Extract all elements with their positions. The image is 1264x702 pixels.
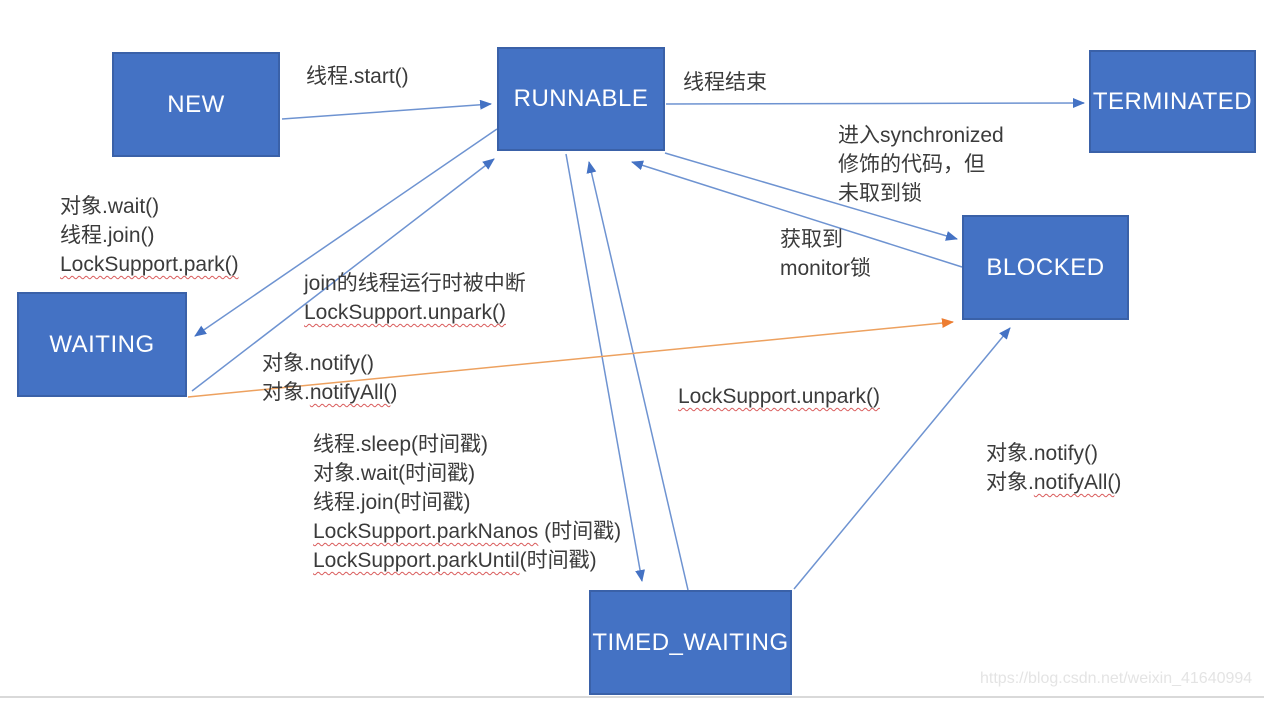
node-runnable: RUNNABLE [497,47,665,151]
node-blocked: BLOCKED [962,215,1129,320]
bottom-divider [0,696,1264,698]
label-segment: (时间戳) [519,549,597,572]
label-segment: ) [1114,471,1122,494]
label-line: 线程.join() [60,224,155,247]
label-line: LockSupport.park() [60,253,239,276]
node-timed-waiting: TIMED_WAITING [589,590,792,695]
label-line: LockSupport.parkUntil(时间戳) [313,546,621,575]
node-waiting: WAITING [17,292,187,397]
edge-new-to-runnable [281,99,492,120]
label-timed-waiting-methods: 线程.sleep(时间戳) 对象.wait(时间戳) 线程.join(时间戳) … [313,430,621,575]
label-notify-right: 对象.notify() 对象.notifyAll() [986,439,1121,497]
label-line: 对象.notifyAll() [262,378,397,407]
label-unpark: LockSupport.unpark() [678,382,880,411]
label-segment: 对象. [986,471,1034,494]
label-line: LockSupport.unpark() [304,301,506,324]
label-thread-end: 线程结束 [683,68,767,97]
node-terminated-label: TERMINATED [1092,87,1253,115]
label-line: 线程.start() [306,65,409,88]
label-line: 未取到锁 [838,182,922,205]
label-line: join的线程运行时被中断 [304,272,526,295]
label-segment-misspelled: LockSupport.parkUntil [313,549,520,572]
label-segment: ) [390,381,398,404]
label-line: 对象.notifyAll() [986,468,1121,497]
label-line: 对象.notify() [262,352,375,375]
label-segment-misspelled: LockSupport.parkNanos [313,520,539,543]
label-line: LockSupport.parkNanos (时间戳) [313,517,621,546]
label-line: 进入synchronized [838,124,1004,147]
label-line: 对象.wait(时间戳) [313,462,476,485]
node-timed-waiting-label: TIMED_WAITING [592,628,789,656]
label-waiting-methods: 对象.wait() 线程.join() LockSupport.park() [60,192,239,279]
label-enter-synchronized: 进入synchronized 修饰的代码，但 未取到锁 [838,121,1004,208]
label-acquire-monitor: 获取到 monitor锁 [780,225,871,283]
node-new-label: NEW [167,90,225,118]
label-line: 线程.sleep(时间戳) [313,433,489,456]
edge-runnable-to-terminated [665,98,1085,109]
node-runnable-label: RUNNABLE [513,85,649,112]
label-line: monitor锁 [780,257,872,280]
label-segment-misspelled: notifyAll( [309,381,391,404]
label-segment: (时间戳) [538,520,622,543]
node-blocked-label: BLOCKED [986,253,1105,281]
label-line: 获取到 [780,228,843,251]
label-line: 对象.wait() [60,195,160,218]
label-line: 线程.join(时间戳) [313,491,471,514]
label-segment-misspelled: notifyAll( [1033,471,1115,494]
label-join-interrupted: join的线程运行时被中断 LockSupport.unpark() [304,269,526,327]
node-terminated: TERMINATED [1089,50,1256,153]
label-notify-left: 对象.notify() 对象.notifyAll() [262,349,397,407]
label-thread-start: 线程.start() [306,62,409,91]
node-new: NEW [112,52,280,157]
label-line: 对象.notify() [986,442,1099,465]
label-segment: 对象. [262,381,310,404]
node-waiting-label: WAITING [49,330,155,358]
watermark-url: https://blog.csdn.net/weixin_41640994 [980,670,1253,687]
label-line: 线程结束 [683,71,767,94]
label-line: 修饰的代码，但 [838,153,985,176]
label-line: LockSupport.unpark() [678,385,880,408]
edge-timed-waiting-to-blocked [793,327,1011,590]
